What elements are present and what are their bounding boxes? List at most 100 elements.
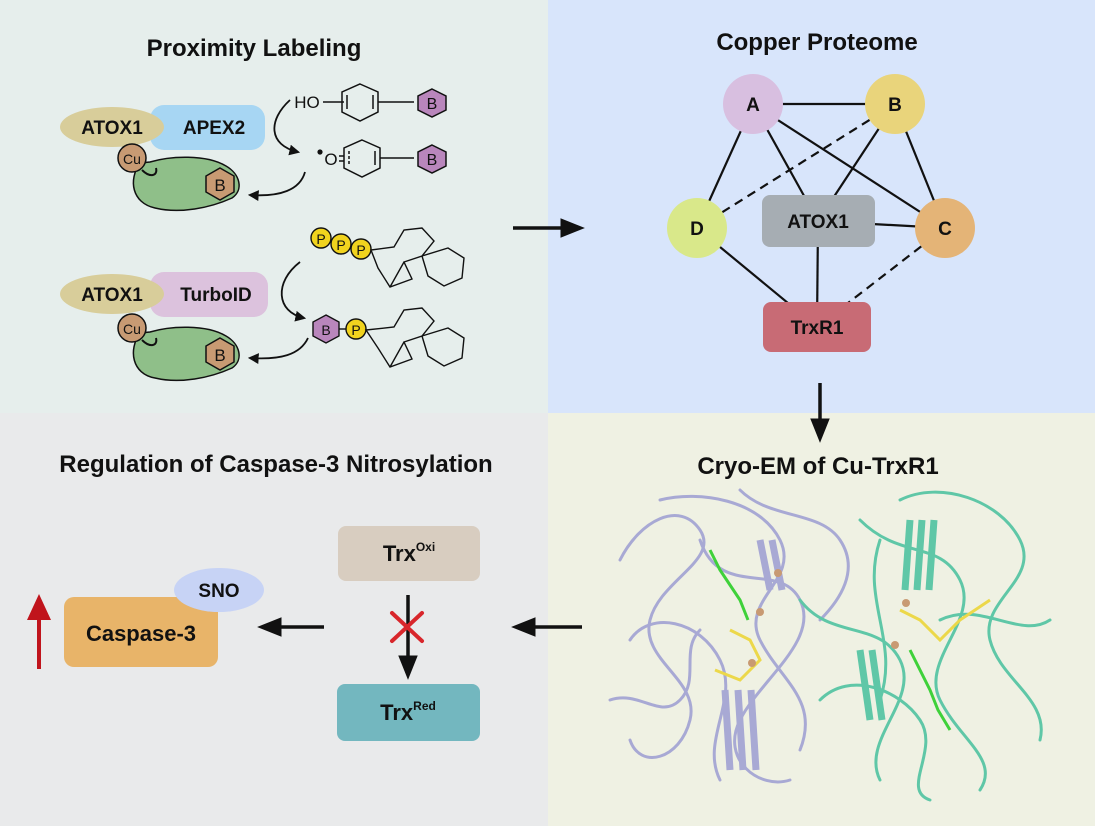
phosphate-label-2: P (336, 237, 345, 253)
copper-label-apex: Cu (123, 151, 141, 167)
node-d-label: D (690, 219, 704, 240)
apex-row: ATOX1 APEX2 Cu B HO B O B (60, 83, 447, 212)
fad-ligands (708, 549, 991, 731)
node-trxr1-label: TrxR1 (791, 318, 844, 339)
trx-red-box (337, 684, 480, 741)
biotin-label-intermediate: B (321, 322, 330, 338)
phosphate-label-intermediate: P (351, 322, 360, 338)
ligand-yellow-2 (899, 598, 991, 643)
biotin-hex-reagent (417, 88, 447, 118)
phosphate-label-3: P (356, 242, 365, 258)
ligand-yellow-1 (714, 628, 762, 682)
biotin-label-reagent: B (427, 96, 438, 113)
caspase3-box (64, 597, 218, 667)
increase-arrow (27, 594, 51, 669)
copper-binding-hook-turbo (141, 337, 158, 346)
node-atox1-label: ATOX1 (787, 212, 849, 233)
chain-2-ribbon (798, 490, 1052, 802)
chain-1-helices (721, 539, 786, 771)
apex-labeling-arrow (247, 171, 306, 201)
biotin-label-radical: B (427, 152, 438, 169)
apex-activation-arrow (273, 99, 301, 156)
turboid-label: TurboID (180, 285, 251, 306)
copper-site-1 (774, 569, 782, 577)
biotin-tag-apex (205, 167, 235, 201)
phenol-ring (341, 83, 379, 122)
node-trxr1 (763, 302, 871, 352)
trx-oxi-label: TrxOxi (383, 540, 435, 566)
phosphate-1 (310, 227, 332, 249)
atox1-label-apex: ATOX1 (81, 118, 143, 139)
copper-label-turbo: Cu (123, 321, 141, 337)
substrate-protein-apex (132, 156, 240, 212)
copper-site-5 (891, 641, 899, 649)
ligand-green-2 (908, 649, 952, 731)
chain-1-ribbon (608, 488, 850, 784)
radical-oxygen-label: O (324, 150, 337, 169)
phosphate-label-1: P (316, 231, 325, 247)
radical-dot (317, 149, 323, 155)
edge-c-trxr1 (816, 227, 946, 328)
node-b (865, 74, 925, 134)
trx-oxi-box (338, 526, 480, 581)
amp-sugar-base (364, 307, 465, 368)
node-b-label: B (888, 95, 902, 116)
biotin-tag-turbo (205, 337, 235, 371)
edge-b-d (696, 103, 896, 229)
panel-proximity-labeling (0, 0, 548, 413)
apex2-box (150, 105, 265, 150)
node-c (915, 198, 975, 258)
node-atox1 (762, 195, 875, 247)
proximity-title: Proximity Labeling (147, 35, 362, 62)
sno-label: SNO (198, 581, 239, 602)
node-a-label: A (746, 95, 760, 116)
phosphate-3 (350, 238, 372, 260)
phosphate-intermediate (345, 318, 367, 340)
hydroxyl-label: HO (294, 93, 320, 112)
atp-sugar-base (370, 227, 465, 288)
copper-sites (748, 569, 910, 667)
cryoem-title: Cryo-EM of Cu-TrxR1 (697, 453, 938, 480)
trxr1-structure (608, 488, 1052, 802)
substrate-protein-turbo (132, 326, 240, 382)
sno-ellipse (174, 568, 264, 612)
node-d (667, 198, 727, 258)
node-a (723, 74, 783, 134)
proteome-title: Copper Proteome (716, 29, 917, 56)
biotin-tag-label-turbo: B (214, 346, 225, 365)
biotin-tag-label-apex: B (214, 176, 225, 195)
biotin-hex-intermediate (312, 314, 340, 344)
edge-a-c (752, 103, 946, 229)
copper-site-2 (756, 608, 764, 616)
radical-ring (343, 139, 381, 178)
atox1-ellipse-turbo (60, 274, 164, 314)
atox1-label-turbo: ATOX1 (81, 285, 143, 306)
copper-site-3 (748, 659, 756, 667)
blocked-x-mark (390, 611, 424, 643)
chain-2-helices (856, 519, 938, 721)
trx-oxi-sup: Oxi (416, 540, 435, 554)
trx-red-base: Trx (380, 700, 414, 725)
atox1-ellipse-apex (60, 107, 164, 147)
regulation-title: Regulation of Caspase-3 Nitrosylation (59, 451, 492, 478)
caspase3-label: Caspase-3 (86, 621, 196, 646)
turbo-activation-arrow (280, 261, 307, 322)
turboid-row: ATOX1 TurboID Cu B P P P B P (60, 227, 465, 382)
turbo-labeling-arrow (247, 337, 309, 364)
turboid-box (150, 272, 268, 317)
biotin-hex-radical (417, 144, 447, 174)
copper-ion-turbo (117, 313, 147, 343)
ligand-green-1 (708, 549, 750, 621)
trx-oxi-base: Trx (383, 541, 417, 566)
apex2-label: APEX2 (183, 118, 245, 139)
trx-red-sup: Red (413, 699, 436, 713)
copper-binding-hook-apex (141, 167, 158, 176)
copper-ion-apex (117, 143, 147, 173)
node-c-label: C (938, 219, 952, 240)
phosphate-2 (330, 233, 352, 255)
copper-site-4 (902, 599, 910, 607)
increase-arrow-head (27, 594, 51, 620)
trx-red-label: TrxRed (380, 699, 436, 725)
